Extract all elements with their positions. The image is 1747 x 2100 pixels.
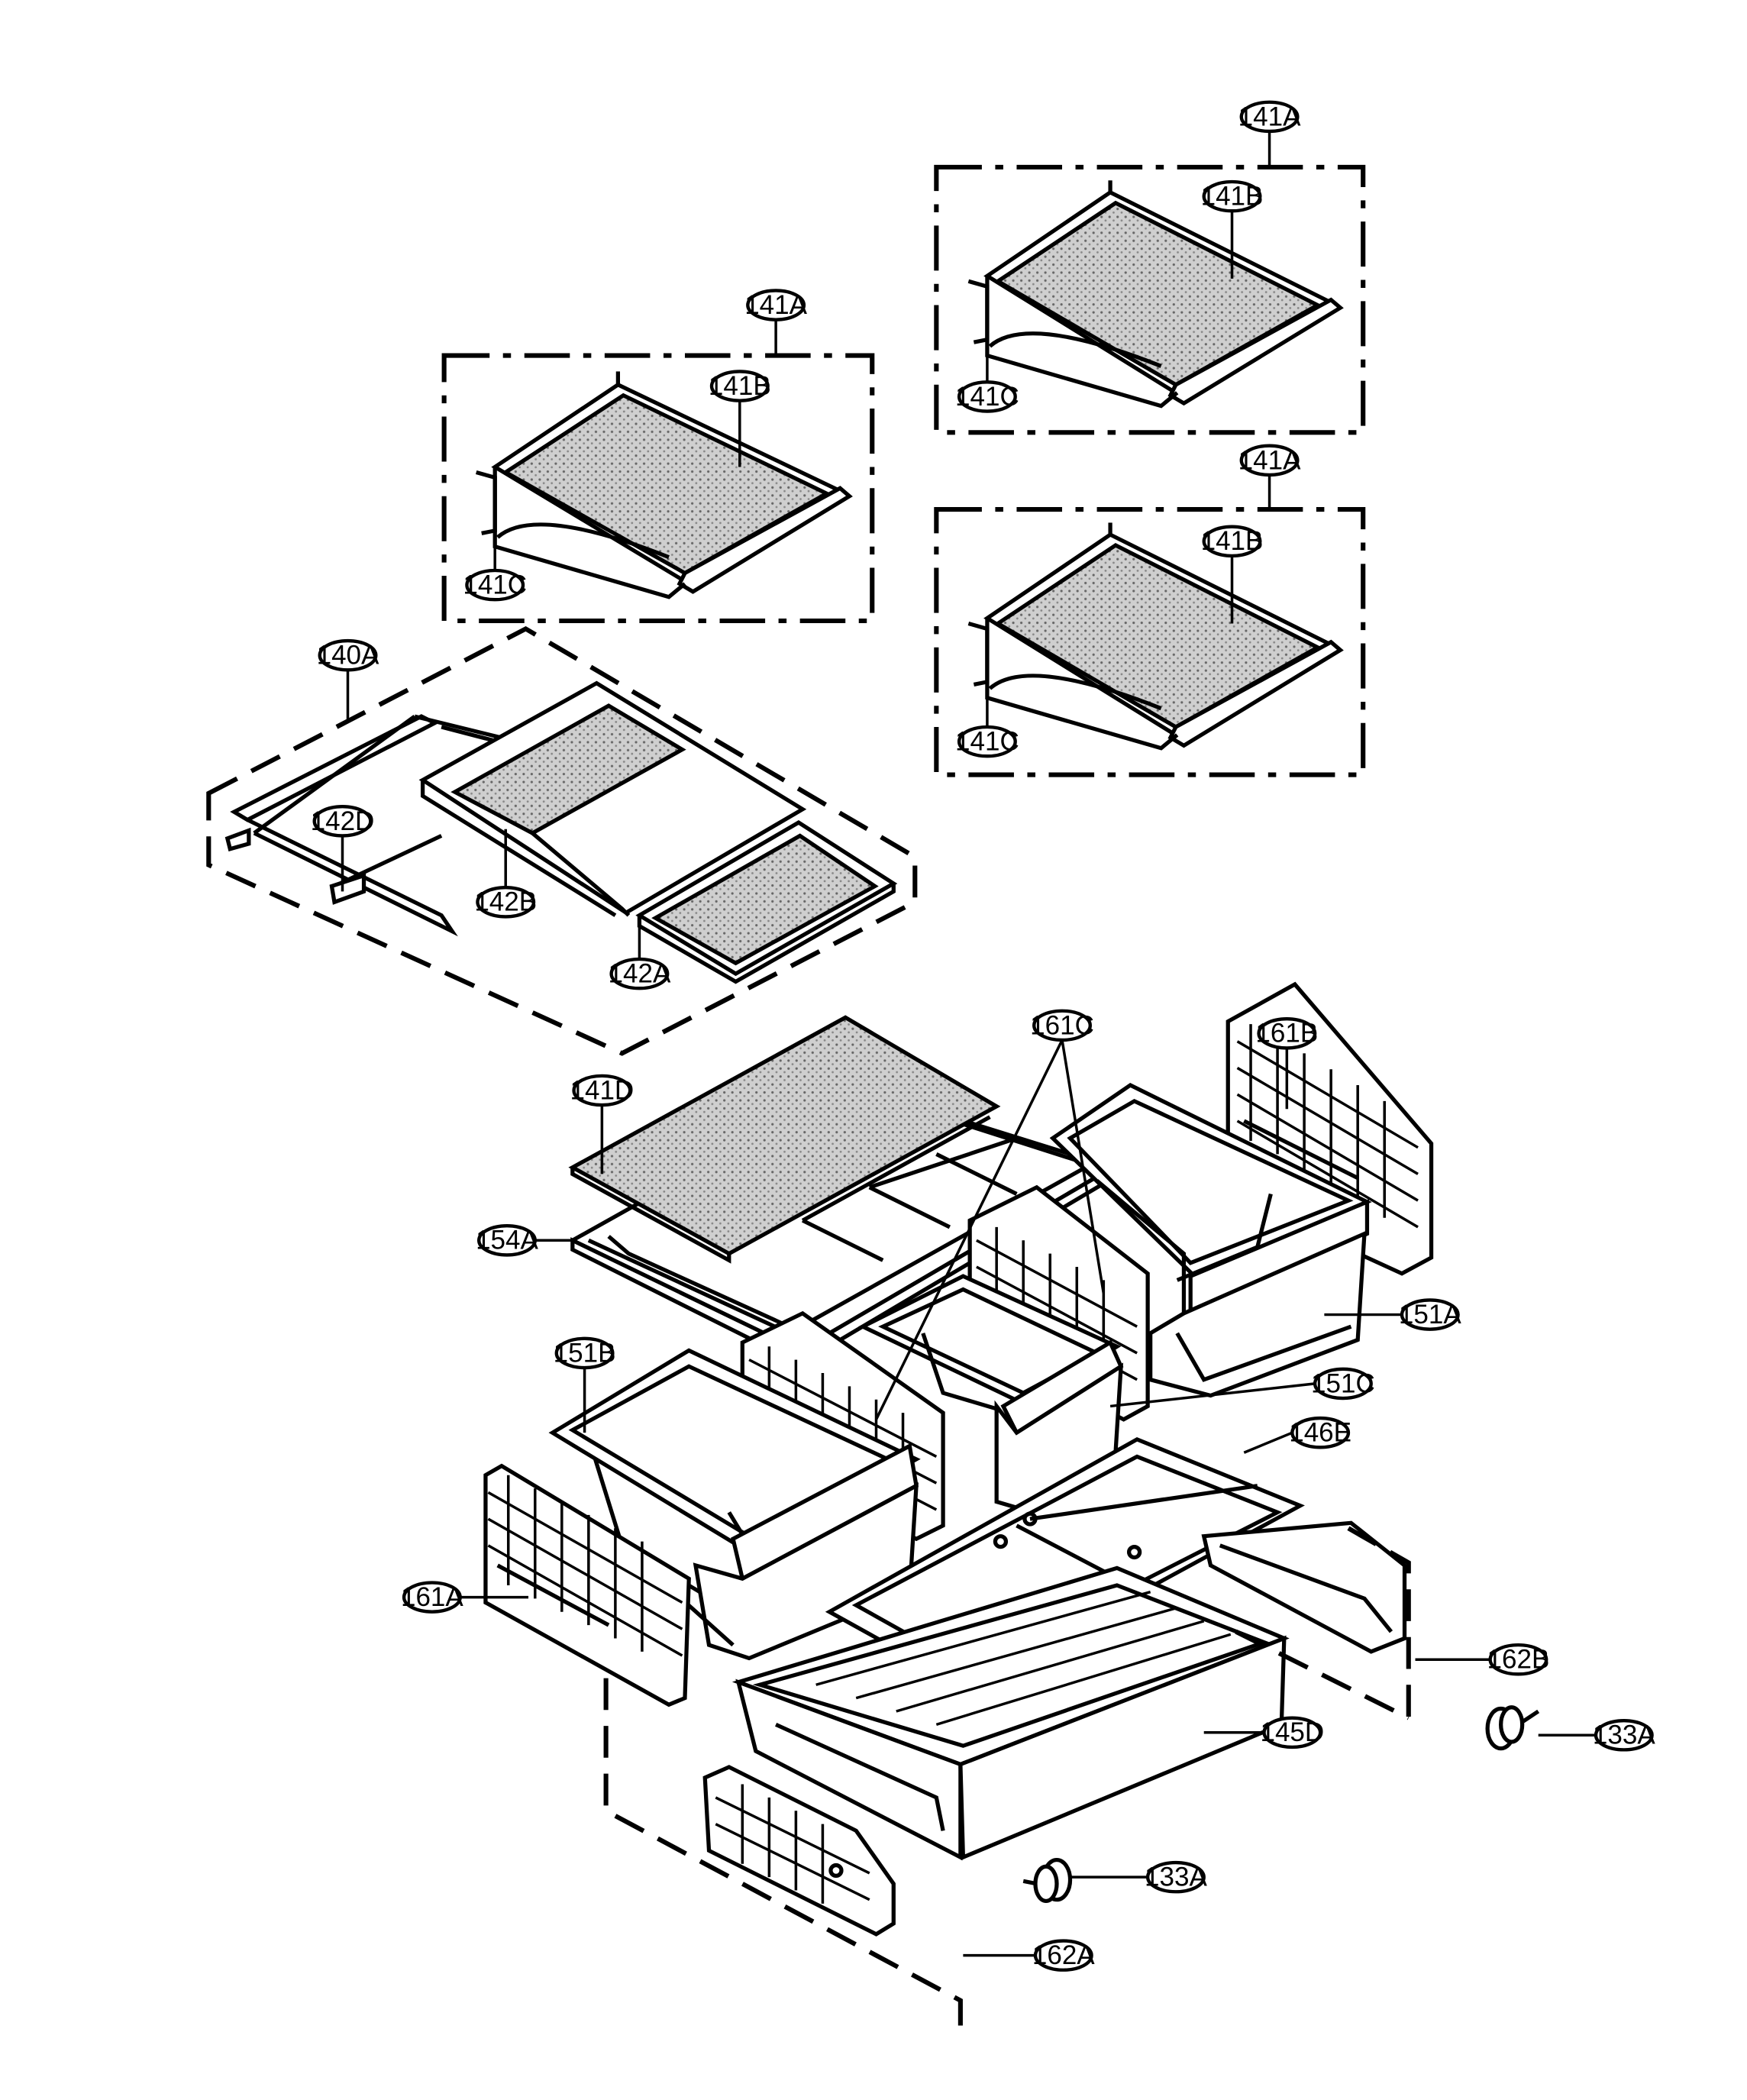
svg-text:141C: 141C [955,382,1019,412]
callout-161b: 161B [1255,1017,1318,1050]
callout-162b: 162B [1487,1643,1550,1676]
crisper-drawer-right [1049,981,1434,1398]
callout-142a: 142A [609,957,672,990]
svg-text:141B: 141B [1201,526,1264,556]
callout-145d: 145D [1260,1716,1324,1749]
svg-text:141B: 141B [1201,182,1264,212]
callout-142b: 142B [474,886,537,919]
callout-142d: 142D [311,805,375,838]
svg-text:151A: 151A [1399,1300,1462,1329]
callout-141c-middle-right: 141C [955,725,1019,758]
svg-text:162B: 162B [1487,1645,1550,1675]
left-rail-assembly [603,1678,963,2037]
crisper-drawer-left [483,1348,921,1707]
svg-text:133A: 133A [1593,1720,1656,1750]
callout-141d: 141D [570,1074,634,1107]
svg-text:140A: 140A [317,641,380,670]
knob-right [1485,1705,1540,1751]
svg-text:145D: 145D [1260,1717,1324,1747]
callout-151b: 151B [554,1336,616,1370]
svg-text:141C: 141C [955,727,1019,757]
callout-140a: 140A [317,638,380,672]
callout-151a: 151A [1399,1298,1462,1331]
svg-text:141C: 141C [463,570,527,600]
svg-text:151C: 151C [1311,1368,1375,1398]
callout-141b-middle-right: 141B [1201,525,1264,558]
svg-text:154A: 154A [476,1226,539,1255]
svg-text:151B: 151B [554,1339,616,1368]
svg-text:133A: 133A [1145,1863,1208,1892]
callout-141a-top-left: 141A [744,289,808,321]
svg-text:141A: 141A [1238,102,1302,131]
callout-133a-bottom: 133A [1145,1860,1208,1894]
shelf-assembly-middle-right [934,473,1366,777]
callout-161c: 161C [1030,1009,1094,1042]
callout-151c: 151C [1311,1367,1375,1401]
callout-162a: 162A [1032,1939,1096,1972]
callout-161a: 161A [401,1581,464,1614]
svg-text:162A: 162A [1032,1940,1096,1970]
shelf-assembly-top-right [934,130,1366,435]
callout-133a-right: 133A [1593,1718,1656,1752]
pan-tray [731,1565,1290,1861]
callout-141c-top-right: 141C [955,380,1019,413]
shelf-assembly-top-left [441,318,875,624]
svg-text:141B: 141B [709,371,771,401]
callout-141a-middle-right: 141A [1238,444,1302,477]
sliding-shelf-assembly [206,625,918,1056]
callout-141b-top-left: 141B [709,370,771,402]
callout-141b-top-right: 141B [1201,179,1264,213]
callout-labels: 141A 141B 141C 141A 141B 141C 141A 141B … [311,100,1656,1972]
svg-text:142A: 142A [609,959,672,989]
crisper-cover-assembly [568,1015,1119,1366]
svg-text:141D: 141D [570,1076,634,1106]
callout-154a: 154A [476,1224,539,1257]
callout-141c-top-left: 141C [463,568,527,602]
knob-bottom [1022,1857,1073,1904]
svg-text:161A: 161A [401,1582,464,1612]
svg-text:141A: 141A [744,290,808,320]
svg-text:141A: 141A [1238,445,1302,475]
callout-146e: 146E [1289,1416,1351,1449]
svg-text:161B: 161B [1255,1019,1318,1048]
svg-text:142D: 142D [311,806,375,836]
svg-text:161C: 161C [1030,1010,1094,1040]
svg-text:146E: 146E [1289,1418,1351,1448]
svg-text:142B: 142B [474,887,537,917]
callout-141a-top-right: 141A [1238,100,1302,134]
right-rail-dashed-outline [1235,1526,1411,1720]
